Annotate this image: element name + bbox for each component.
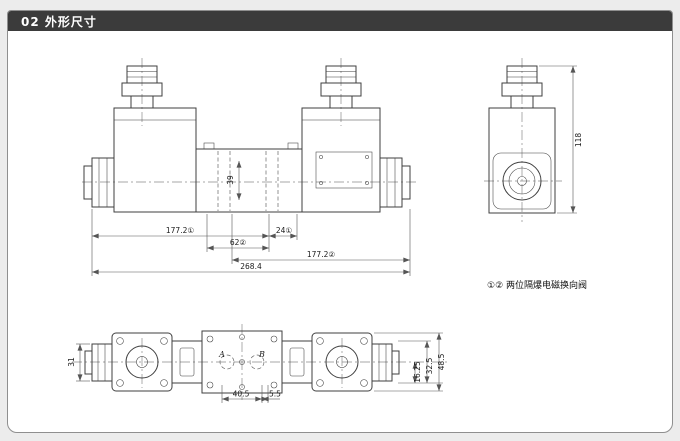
top-left-plug bbox=[84, 343, 113, 382]
valve-body bbox=[195, 142, 303, 213]
dim-label-62-2: 62② bbox=[230, 238, 247, 247]
side-view-dimensions: 118 bbox=[539, 65, 583, 214]
port-a-label: A bbox=[218, 350, 225, 359]
dim-label-32-5: 32.5 bbox=[425, 357, 434, 374]
dim-label-16-25: 16.25 bbox=[413, 361, 422, 383]
top-view-port-labels: A B bbox=[218, 350, 265, 359]
dim-label-177-2-2: 177.2② bbox=[307, 250, 335, 259]
note-text: ①② 两位隔爆电磁换向阀 bbox=[487, 279, 587, 291]
top-view-dimensions: 31 16.25 32.5 48.5 40.5 5.5 bbox=[67, 332, 446, 403]
dim-label-177-2-1: 177.2① bbox=[166, 226, 194, 235]
port-b-hole bbox=[249, 354, 265, 370]
dim-label-118: 118 bbox=[574, 133, 583, 148]
front-view bbox=[82, 58, 416, 213]
right-cable-gland bbox=[320, 65, 362, 109]
top-right-solenoid bbox=[311, 332, 373, 392]
dim-label-31: 31 bbox=[67, 357, 76, 367]
dim-label-48-5: 48.5 bbox=[437, 353, 446, 370]
nameplate bbox=[315, 151, 373, 189]
dim-label-40-5: 40.5 bbox=[233, 390, 250, 399]
dim-label-268-4: 268.4 bbox=[240, 262, 262, 271]
front-view-dimensions: 177.2① 24① 62② 177.2② 268.4 39 bbox=[91, 161, 411, 276]
left-cable-gland bbox=[121, 65, 163, 109]
content-panel: 02 外形尺寸 bbox=[7, 10, 673, 433]
right-solenoid bbox=[301, 107, 381, 213]
port-a-hole bbox=[219, 354, 235, 370]
dim-label-5-5: 5.5 bbox=[269, 390, 281, 399]
section-title: 02 外形尺寸 bbox=[21, 14, 97, 29]
dim-label-24-1: 24① bbox=[276, 226, 293, 235]
side-view bbox=[484, 58, 562, 222]
section-header: 02 外形尺寸 bbox=[8, 11, 672, 31]
port-b-label: B bbox=[258, 350, 265, 359]
dim-label-39: 39 bbox=[226, 175, 235, 185]
top-view bbox=[72, 324, 448, 400]
left-solenoid bbox=[113, 107, 197, 213]
top-right-plug bbox=[371, 343, 400, 382]
side-body bbox=[488, 107, 556, 214]
left-end-plug bbox=[83, 157, 115, 208]
right-end-plug bbox=[379, 157, 411, 208]
